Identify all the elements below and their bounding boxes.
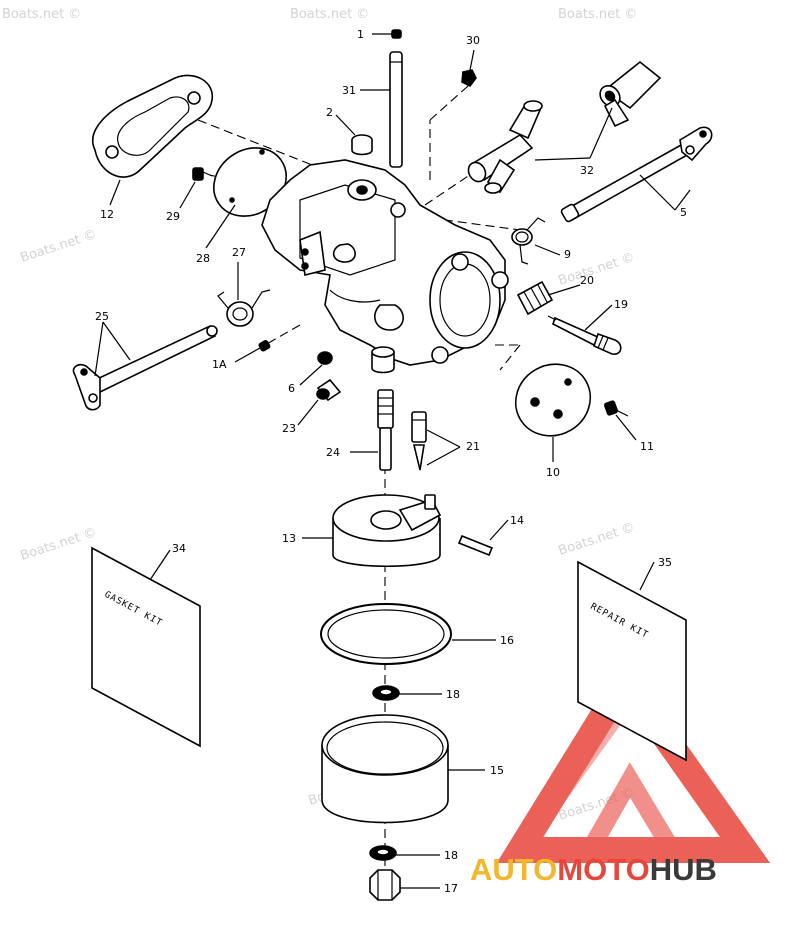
svg-text:AUTOMOTOHUB: AUTOMOTOHUB [470, 852, 717, 887]
watermark-text: Boats.net © [2, 7, 81, 22]
part-23-jet [316, 378, 342, 402]
part-11-screw [604, 400, 629, 417]
part-17-bowl-nut [369, 869, 401, 901]
callout-29: 29 [166, 210, 180, 223]
part-13-float [332, 494, 442, 568]
callout-10: 10 [546, 466, 560, 479]
callout-31: 31 [342, 84, 356, 97]
part-21-needle-valve [411, 411, 427, 471]
callout-15: 15 [490, 764, 504, 777]
part-14-float-pin [457, 534, 494, 557]
part-15-float-bowl [321, 714, 449, 824]
logo-auto: AUTO [470, 852, 557, 887]
callout-20: 20 [580, 274, 594, 287]
callout-18-lower: 18 [444, 849, 458, 862]
part-28-round-gasket [213, 147, 287, 217]
part-18-washer-upper [372, 685, 400, 701]
part-19-mixture-screw [547, 315, 622, 355]
callout-27: 27 [232, 246, 246, 259]
watermark-text: Boats.net © [19, 525, 99, 564]
callout-25: 25 [95, 310, 109, 323]
part-1a-plug [258, 339, 271, 352]
logo-hub: HUB [650, 852, 717, 887]
part-27-torsion-spring [217, 289, 271, 327]
leader-lines [94, 33, 691, 889]
callout-14: 14 [510, 514, 524, 527]
part-30-nut [461, 69, 477, 88]
part-10-diaphragm [514, 363, 592, 437]
callout-9: 9 [564, 248, 571, 261]
callout-16: 16 [500, 634, 514, 647]
watermark-text: Boats.net © [290, 7, 369, 22]
part-16-bowl-gasket [320, 603, 452, 665]
watermark-text: Boats.net © [557, 520, 637, 559]
callout-1: 1 [357, 28, 364, 41]
part-2-plug [351, 134, 373, 156]
callout-6: 6 [288, 382, 295, 395]
part-31-pin [389, 51, 403, 168]
part-25-choke-shaft [72, 324, 218, 411]
callout-18-upper: 18 [446, 688, 460, 701]
callout-23: 23 [282, 422, 296, 435]
part-34-gasket-kit: GASKET KIT [91, 546, 201, 748]
callout-19: 19 [614, 298, 628, 311]
carburetor-body [261, 159, 509, 374]
part-1-cap [391, 29, 402, 39]
watermark-text: Boats.net © [19, 227, 99, 266]
callout-5: 5 [680, 206, 687, 219]
watermark-text: Boats.net © [558, 7, 637, 22]
part-35-repair-kit: REPAIR KIT [577, 560, 687, 762]
callouts: 1 30 31 2 12 29 28 27 32 5 9 20 19 25 1A… [95, 28, 687, 895]
part-5-throttle-shaft [560, 126, 713, 223]
callout-13: 13 [282, 532, 296, 545]
part-9-spring [511, 217, 546, 265]
callout-11: 11 [640, 440, 654, 453]
part-32-fuel-fittings [467, 60, 662, 194]
logo-mark [496, 656, 771, 863]
part-20-coil-spring [516, 280, 554, 316]
part-12-flange-gasket [92, 74, 213, 178]
callout-12: 12 [100, 208, 114, 221]
callout-1a: 1A [212, 358, 227, 371]
logo-wordmark: AUTOMOTOHUB [470, 852, 717, 887]
callout-28: 28 [196, 252, 210, 265]
callout-21: 21 [466, 440, 480, 453]
part-6-screw [317, 351, 333, 365]
callout-30: 30 [466, 34, 480, 47]
logo-moto: MOTO [557, 852, 649, 887]
part-18-washer-lower [369, 845, 397, 861]
callout-35: 35 [658, 556, 672, 569]
callout-34: 34 [172, 542, 186, 555]
callout-2: 2 [326, 106, 333, 119]
callout-24: 24 [326, 446, 340, 459]
part-24-emulsion-tube [377, 389, 394, 471]
part-29-screw [192, 167, 213, 181]
callout-17: 17 [444, 882, 458, 895]
callout-32: 32 [580, 164, 594, 177]
